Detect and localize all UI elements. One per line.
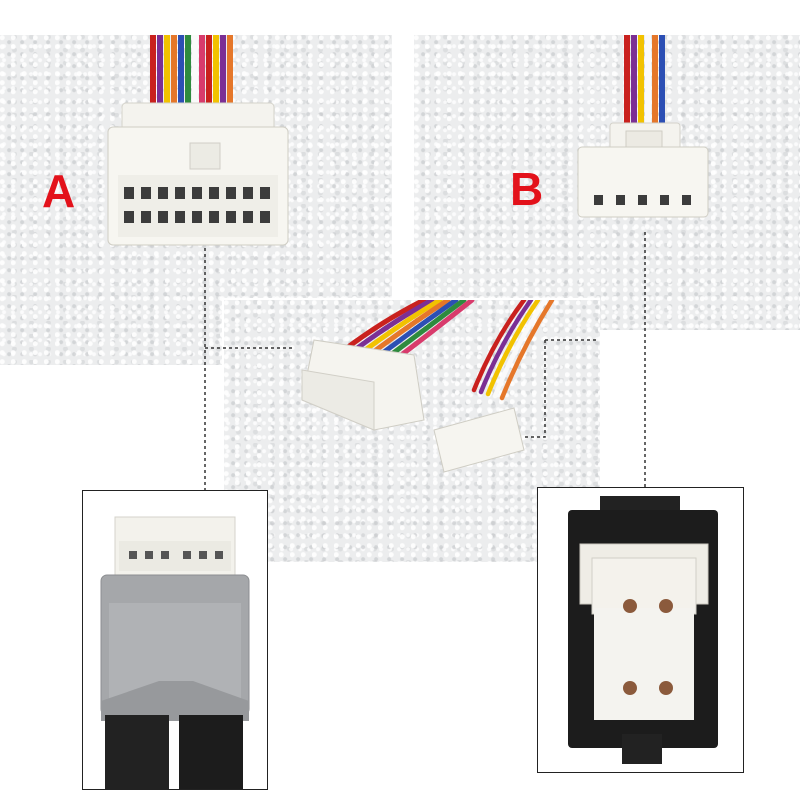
wire-bundle-a <box>150 35 233 110</box>
connector-b-pins <box>594 195 691 205</box>
connectors-combined-illustration <box>301 300 555 473</box>
switch-bottom-illustration <box>538 488 743 772</box>
wire-bundle-b <box>624 35 665 130</box>
label-b: B <box>510 163 544 215</box>
connector-b-housing <box>577 122 709 218</box>
connector-a-illustration <box>107 35 289 246</box>
photo-switch-bottom <box>537 487 744 773</box>
photo-switch-side <box>82 490 268 790</box>
connector-b-small <box>433 407 525 473</box>
connector-a-pins <box>124 187 270 223</box>
switch-side-illustration <box>83 491 267 789</box>
switch-side-pins <box>129 551 223 559</box>
photo-connector-b <box>414 35 800 330</box>
connector-a-housing <box>107 102 289 246</box>
wire-bundle-b-small <box>471 300 555 401</box>
switch-bottom-terminals <box>623 599 673 695</box>
connector-b-illustration <box>577 35 709 218</box>
connector-a-small <box>301 339 425 431</box>
photo-connector-a <box>0 35 392 365</box>
label-a: A <box>42 165 76 217</box>
